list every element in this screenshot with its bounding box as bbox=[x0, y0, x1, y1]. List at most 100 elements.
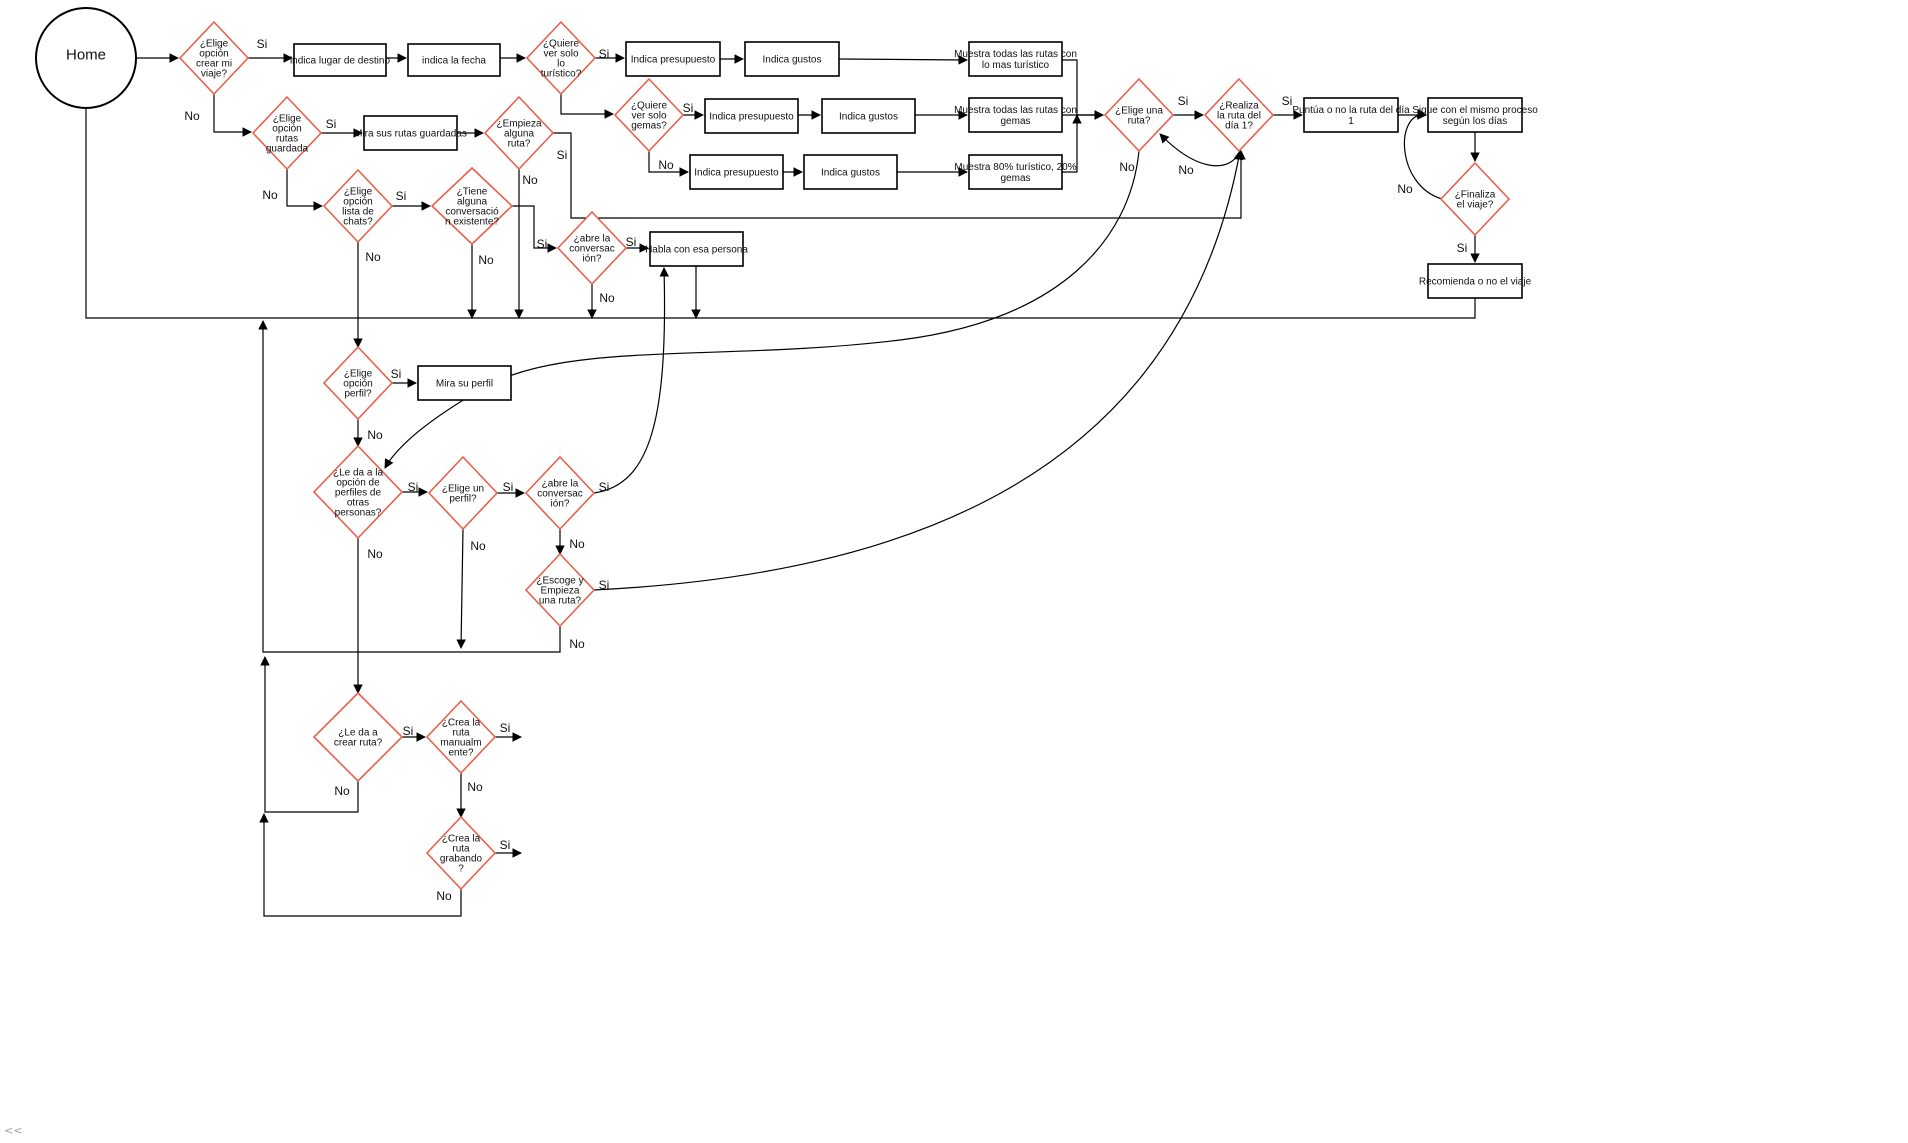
d-empieza-decision[interactable] bbox=[483, 95, 555, 171]
p-recomienda-label: Recomienda o no el viaje bbox=[1419, 277, 1532, 288]
no-label-8: No bbox=[1178, 163, 1194, 177]
d-finaliza-decision[interactable] bbox=[1439, 161, 1511, 237]
p-mira-rutas-label: Mira sus rutas guardadas bbox=[354, 129, 467, 140]
d-abre2-decision[interactable] bbox=[524, 455, 596, 531]
si-label-13: Si bbox=[557, 148, 568, 162]
p-mira-perfil-box[interactable] bbox=[417, 365, 512, 401]
no-label-36: No bbox=[436, 889, 452, 903]
d-manual-decision[interactable] bbox=[425, 699, 497, 775]
no-label-26: No bbox=[367, 547, 383, 561]
p-rutas-mix-box[interactable] bbox=[968, 154, 1063, 190]
p-gustos2-label: Indica gustos bbox=[839, 112, 898, 123]
si-label-10: Si bbox=[1457, 241, 1468, 255]
d-abre1-decision[interactable] bbox=[556, 210, 628, 286]
connector-35 bbox=[81, 79, 1476, 319]
d-perfiles-otros-decision[interactable] bbox=[312, 444, 404, 540]
p-gustos3-label: Indica gustos bbox=[821, 168, 880, 179]
si-label-31: Si bbox=[403, 724, 414, 738]
p-rutas-turistico-box[interactable] bbox=[968, 41, 1063, 77]
d-perfil-decision[interactable] bbox=[322, 345, 394, 421]
d-realiza-decision[interactable] bbox=[1203, 77, 1275, 153]
d-turistico-decision[interactable] bbox=[525, 20, 597, 96]
p-recomienda-box[interactable] bbox=[1427, 263, 1523, 299]
d-gemas-decision[interactable] bbox=[613, 77, 685, 153]
p-habla-label: Habla con esa persona bbox=[645, 245, 748, 256]
p-gustos1-box[interactable] bbox=[744, 41, 840, 77]
d-chats-decision[interactable] bbox=[322, 168, 394, 244]
no-label-34: No bbox=[467, 780, 483, 794]
no-label-27: No bbox=[470, 539, 486, 553]
p-fecha-box[interactable] bbox=[407, 43, 501, 77]
p-habla-box[interactable] bbox=[649, 231, 744, 267]
connector-7 bbox=[213, 94, 252, 137]
d-rutas-guardada-decision[interactable] bbox=[251, 95, 323, 171]
curve-connector-2 bbox=[593, 150, 1244, 591]
d-crear-viaje-decision[interactable] bbox=[178, 20, 250, 96]
connector-29 bbox=[512, 205, 557, 253]
d-conversacion-decision[interactable] bbox=[430, 166, 514, 246]
p-rutas-gemas-box[interactable] bbox=[968, 97, 1063, 133]
connector-19 bbox=[1062, 114, 1082, 173]
si-label-35: Si bbox=[500, 838, 511, 852]
home-node[interactable] bbox=[35, 7, 137, 109]
no-label-9: No bbox=[1397, 182, 1413, 196]
d-elige-ruta-decision[interactable] bbox=[1103, 77, 1175, 153]
connector-49 bbox=[259, 813, 462, 917]
p-presup1-label: Indica presupuesto bbox=[631, 55, 716, 66]
curve-connector-0 bbox=[384, 150, 1140, 469]
p-presup2-box[interactable] bbox=[704, 98, 799, 134]
curve-connector-1 bbox=[593, 267, 670, 494]
d-crear-ruta-decision[interactable] bbox=[312, 691, 404, 783]
no-label-4: No bbox=[658, 158, 674, 172]
si-label-5: Si bbox=[1178, 94, 1189, 108]
p-presup3-box[interactable] bbox=[689, 154, 784, 190]
p-mira-perfil-label: Mira su perfil bbox=[436, 379, 493, 390]
curve-connector-3 bbox=[1159, 133, 1242, 167]
p-sigue-box[interactable] bbox=[1427, 97, 1523, 133]
d-elige-perfil-decision[interactable] bbox=[427, 455, 499, 531]
p-rutas-mix-label: Muestra 80% turístico, 20%gemas bbox=[954, 162, 1076, 184]
p-destino-box[interactable] bbox=[293, 43, 387, 77]
d-grabando-decision[interactable] bbox=[425, 815, 497, 891]
si-label-19: Si bbox=[626, 235, 637, 249]
connector-25 bbox=[286, 169, 323, 211]
si-label-0: Si bbox=[257, 37, 268, 51]
p-puntua-box[interactable] bbox=[1303, 97, 1399, 133]
connector-lines bbox=[81, 53, 1480, 917]
si-label-29: Si bbox=[599, 578, 610, 592]
p-gustos2-box[interactable] bbox=[821, 98, 916, 134]
no-label-17: No bbox=[478, 253, 494, 267]
p-presup1-box[interactable] bbox=[625, 41, 721, 77]
no-label-16: No bbox=[365, 250, 381, 264]
p-gustos3-box[interactable] bbox=[803, 154, 898, 190]
no-label-28: No bbox=[569, 537, 585, 551]
no-label-33: No bbox=[334, 784, 350, 798]
connector-41 bbox=[456, 528, 466, 649]
d-escoge-decision[interactable] bbox=[524, 552, 596, 628]
si-label-23: Si bbox=[408, 480, 419, 494]
p-mira-rutas-box[interactable] bbox=[363, 115, 458, 151]
connector-43 bbox=[258, 320, 561, 653]
no-label-1: No bbox=[184, 109, 200, 123]
collapse-icon[interactable]: << bbox=[4, 1124, 23, 1137]
si-label-11: Si bbox=[326, 117, 337, 131]
si-label-6: Si bbox=[1282, 94, 1293, 108]
no-label-30: No bbox=[569, 637, 585, 651]
p-presup2-label: Indica presupuesto bbox=[709, 112, 794, 123]
connector-14 bbox=[648, 151, 689, 177]
